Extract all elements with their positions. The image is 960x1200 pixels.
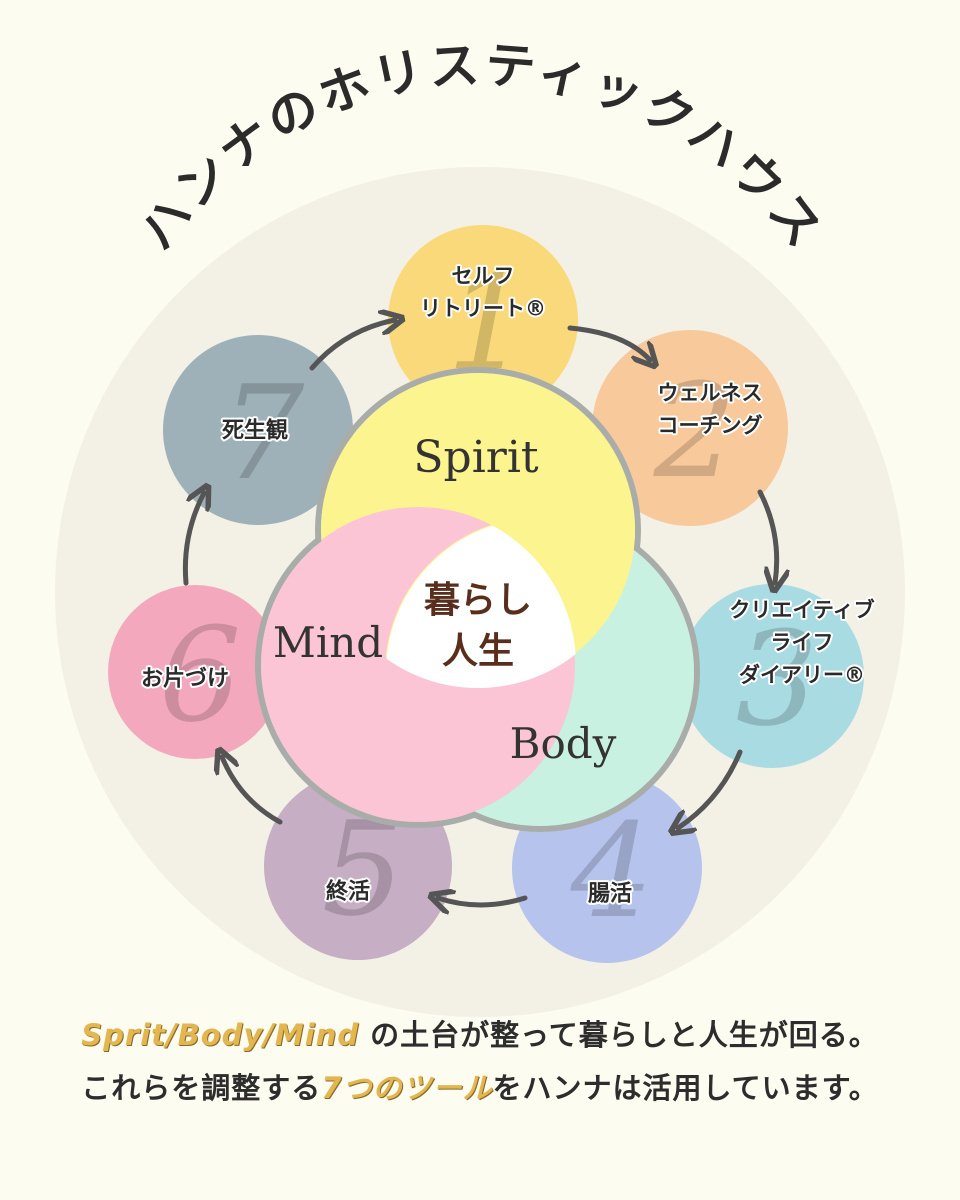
tool-label-1: リトリート®: [420, 297, 546, 321]
tool-label-1: セルフ: [452, 264, 515, 288]
tool-circle-6: [108, 585, 282, 759]
tool-label-3: クリエイティブ: [729, 598, 874, 622]
caption-line-2: これらを調整する7つのツールをハンナは活用しています。: [0, 1065, 960, 1107]
tool-number-7: 7: [222, 357, 305, 509]
tool-circles: 1セルフリトリート®2ウェルネスコーチング3クリエイティブライフダイアリー®4腸…: [108, 225, 877, 963]
center-overlap: [386, 518, 576, 688]
tool-label-7: 死生観: [222, 418, 288, 444]
cycle-arrow-3: [757, 489, 777, 583]
tool-label-5: 終活: [326, 879, 370, 905]
cycle-arrow-7: [182, 493, 204, 586]
tool-label-6: お片づけ: [141, 667, 229, 692]
tool-label-2: コーチング: [658, 414, 763, 438]
tool-circle-3: [680, 584, 864, 768]
cycle-arrow-6: [222, 757, 283, 825]
cycle-arrows: [182, 320, 777, 905]
center-label-kurashi: 暮らし: [424, 580, 532, 621]
caption-accent-sbm: Sprit/Body/Mind: [81, 1018, 360, 1052]
cycle-arrow-2: [567, 325, 650, 360]
center-label-jinsei: 人生: [442, 631, 514, 672]
tool-number-2: 2: [653, 355, 737, 507]
tool-circle-7: [163, 335, 353, 525]
cycle-arrow-4: [678, 749, 743, 828]
tool-label-3: ダイアリー®: [739, 663, 865, 687]
caption-line-1-text: の土台が整って暮らしと人生が回る。: [359, 1018, 879, 1052]
tool-label-4: 腸活: [588, 882, 632, 907]
body-label: Body: [510, 719, 617, 768]
caption-line-1: Sprit/Body/Mind の土台が整って暮らしと人生が回る。: [0, 1012, 960, 1054]
tool-number-3: 3: [736, 603, 819, 755]
tool-label-3: ライフ: [771, 630, 834, 654]
spirit-label: Spirit: [413, 432, 538, 483]
caption-line-2-before: これらを調整する: [81, 1071, 322, 1105]
tool-circle-2: [592, 330, 788, 526]
tool-label-2: ウェルネス: [658, 381, 763, 405]
tool-number-6: 6: [159, 599, 242, 751]
caption-line-2-after: をハンナは活用しています。: [492, 1071, 879, 1105]
cycle-arrow-1: [309, 320, 395, 371]
tool-circle-1: [388, 225, 578, 415]
core-venn: Spirit Mind Body 暮らし 人生: [255, 367, 700, 832]
cycle-arrow-5: [438, 898, 528, 905]
mind-label: Mind: [273, 618, 383, 667]
caption-accent-seven-tools: 7つのツール: [321, 1071, 493, 1105]
